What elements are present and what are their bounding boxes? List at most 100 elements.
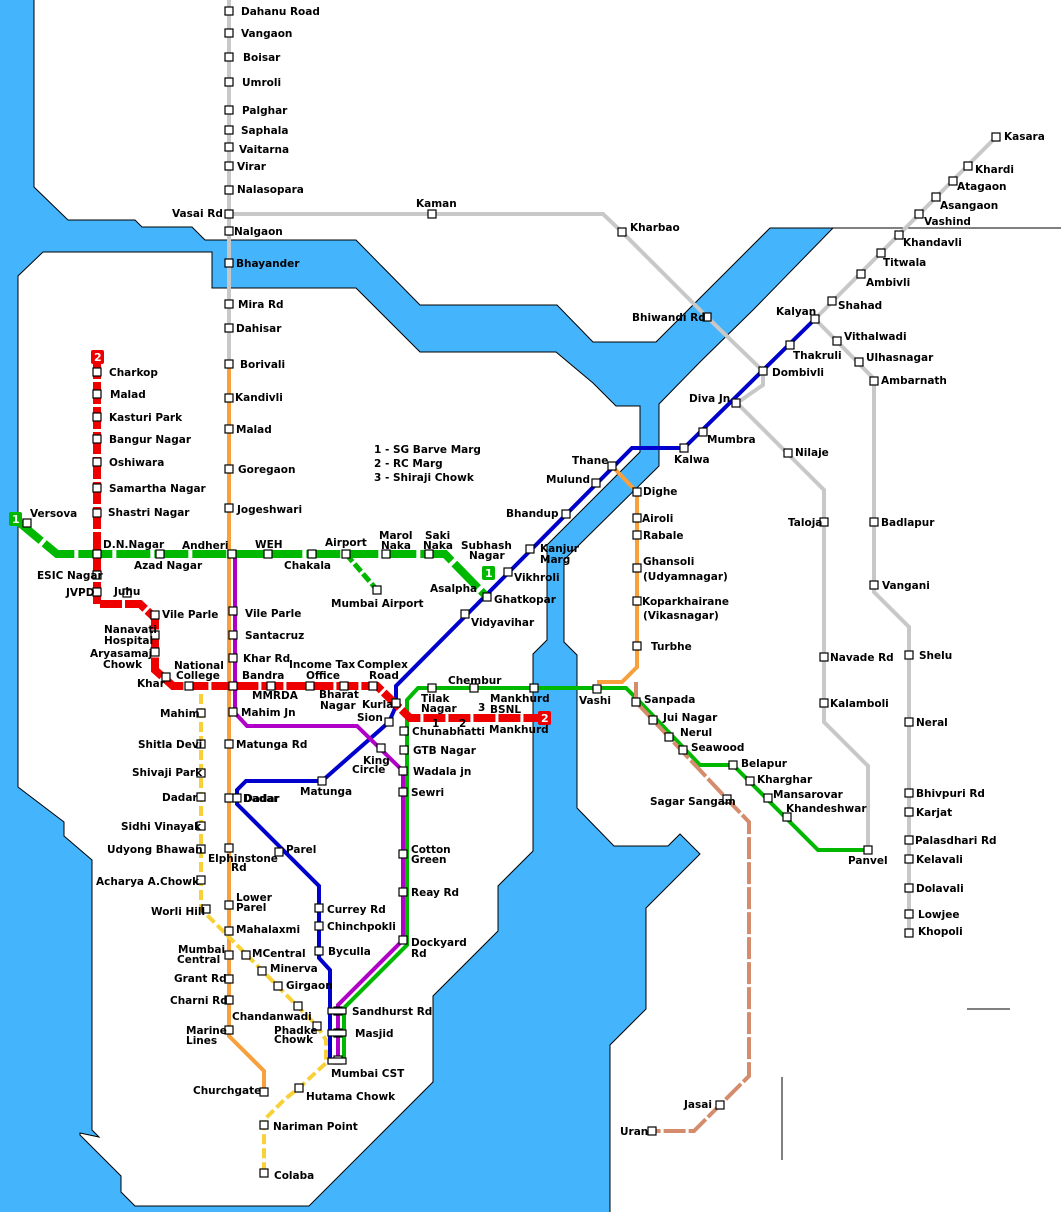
station-marker[interactable]	[391, 698, 401, 708]
station-marker[interactable]	[399, 726, 409, 736]
sandhurst-platform[interactable]	[327, 1007, 347, 1015]
station-marker[interactable]	[469, 683, 479, 693]
station-label[interactable]: Kandivli	[235, 392, 283, 404]
station-marker[interactable]	[678, 745, 688, 755]
station-label[interactable]: Mahim Jn	[241, 707, 296, 719]
station-label[interactable]: Byculla	[328, 946, 371, 958]
station-label[interactable]: Green	[411, 854, 447, 866]
station-label[interactable]: Matunga	[300, 786, 352, 798]
station-label[interactable]: Andheri	[182, 540, 229, 552]
station-marker[interactable]	[196, 821, 206, 831]
station-marker[interactable]	[92, 587, 102, 597]
station-label[interactable]: Mumbai	[178, 944, 225, 956]
station-marker[interactable]	[224, 739, 234, 749]
station-label[interactable]: Complex	[357, 659, 408, 671]
station-label[interactable]: College	[176, 670, 220, 682]
station-label[interactable]: Dighe	[643, 486, 677, 498]
station-label[interactable]: Wadala jn	[413, 766, 471, 778]
station-label[interactable]: Shitla Devi	[138, 739, 202, 751]
station-label[interactable]: Airoli	[642, 513, 673, 525]
station-marker[interactable]	[305, 681, 315, 691]
station-marker[interactable]	[224, 926, 234, 936]
station-label[interactable]: Ghansoli	[643, 556, 694, 568]
station-marker[interactable]	[22, 518, 32, 528]
station-label[interactable]: Dadar	[162, 792, 198, 804]
station-label[interactable]: Dombivli	[772, 367, 824, 379]
station-label[interactable]: Parel	[286, 844, 316, 856]
station-marker[interactable]	[914, 209, 924, 219]
station-label[interactable]: Panvel	[848, 855, 888, 867]
station-label[interactable]: Jasai	[683, 1099, 712, 1111]
station-label[interactable]: Girgaon	[286, 980, 333, 992]
station-label[interactable]: Kanjur	[540, 543, 580, 555]
station-label[interactable]: Sidhi Vinayak	[121, 821, 202, 833]
station-marker[interactable]	[398, 849, 408, 859]
station-label[interactable]: Shastri Nagar	[108, 507, 190, 519]
station-marker[interactable]	[196, 768, 206, 778]
station-marker[interactable]	[894, 230, 904, 240]
station-marker[interactable]	[92, 367, 102, 377]
station-label[interactable]: Uran	[620, 1126, 648, 1138]
station-marker[interactable]	[745, 776, 755, 786]
station-marker[interactable]	[196, 708, 206, 718]
station-label[interactable]: Ulhasnagar	[866, 352, 934, 364]
station-marker[interactable]	[384, 717, 394, 727]
station-label[interactable]: Khardi	[975, 164, 1014, 176]
station-label[interactable]: Rabale	[643, 530, 684, 542]
station-label[interactable]: Dolavali	[916, 883, 964, 895]
station-marker[interactable]	[869, 517, 879, 527]
station-marker[interactable]	[698, 427, 708, 437]
station-marker[interactable]	[228, 606, 238, 616]
station-marker[interactable]	[224, 793, 234, 803]
station-label[interactable]: Diva Jn	[689, 393, 730, 405]
station-label[interactable]: Nanavati	[104, 624, 157, 636]
station-marker[interactable]	[224, 226, 234, 236]
station-marker[interactable]	[904, 717, 914, 727]
station-label[interactable]: Juhu	[113, 586, 140, 598]
station-label[interactable]: Vithalwadi	[844, 331, 907, 343]
station-label[interactable]: Dadar	[243, 793, 279, 805]
station-marker[interactable]	[722, 794, 732, 804]
station-label[interactable]: Central	[177, 954, 220, 966]
station-label[interactable]: Vikhroli	[514, 572, 560, 584]
station-label[interactable]: Kalyan	[776, 306, 816, 318]
station-label[interactable]: Sewri	[411, 787, 444, 799]
station-label[interactable]: Jogeshwari	[236, 504, 302, 516]
station-marker[interactable]	[341, 549, 351, 559]
station-label[interactable]: MCentral	[252, 948, 306, 960]
station-marker[interactable]	[293, 1001, 303, 1011]
station-label[interactable]: Chowk	[274, 1034, 314, 1046]
station-label[interactable]: Currey Rd	[327, 904, 386, 916]
station-marker[interactable]	[424, 549, 434, 559]
station-marker[interactable]	[854, 357, 864, 367]
station-marker[interactable]	[224, 209, 234, 219]
station-marker[interactable]	[869, 580, 879, 590]
station-marker[interactable]	[904, 807, 914, 817]
station-label[interactable]: Dahanu Road	[241, 6, 320, 18]
station-marker[interactable]	[224, 6, 234, 16]
station-marker[interactable]	[715, 1100, 725, 1110]
station-marker[interactable]	[92, 549, 102, 559]
station-label[interactable]: Versova	[30, 508, 77, 520]
station-marker[interactable]	[224, 161, 234, 171]
station-marker[interactable]	[503, 567, 513, 577]
station-label[interactable]: Matunga Rd	[236, 739, 307, 751]
station-label[interactable]: Palasdhari Rd	[915, 835, 997, 847]
station-marker[interactable]	[224, 843, 234, 853]
station-marker[interactable]	[259, 1087, 269, 1097]
station-label[interactable]: Chinchpokli	[327, 921, 396, 933]
station-marker[interactable]	[876, 248, 886, 258]
station-label[interactable]: Dadar	[244, 793, 280, 805]
station-marker[interactable]	[155, 549, 165, 559]
station-marker[interactable]	[731, 398, 741, 408]
station-label[interactable]: Tilak	[421, 693, 450, 705]
station-marker[interactable]	[257, 966, 267, 976]
station-label[interactable]: Charkop	[109, 367, 158, 379]
station-marker[interactable]	[224, 974, 234, 984]
station-marker[interactable]	[763, 793, 773, 803]
station-marker[interactable]	[92, 570, 102, 580]
station-marker[interactable]	[224, 464, 234, 474]
station-label[interactable]: Boisar	[243, 52, 281, 64]
station-label[interactable]: Sagar Sangam	[650, 796, 736, 808]
station-label[interactable]: Umroli	[242, 77, 281, 89]
